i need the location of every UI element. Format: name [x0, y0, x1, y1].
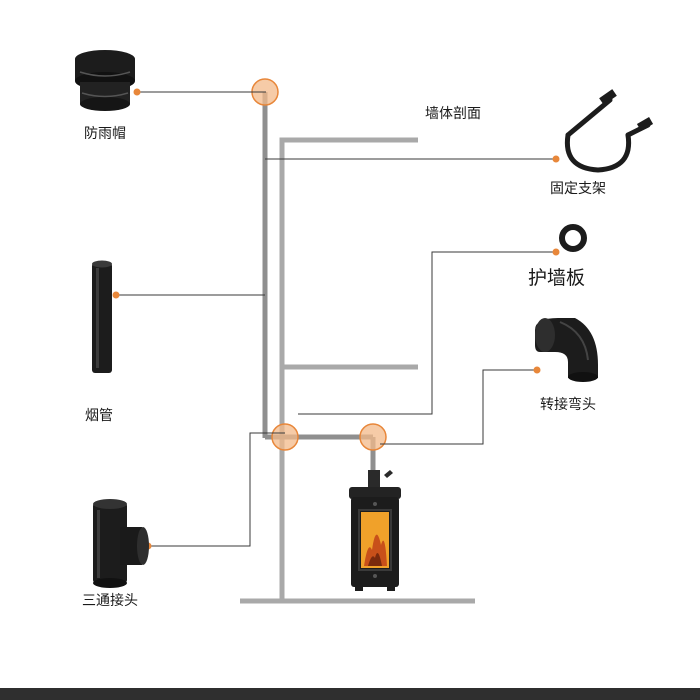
joint-markers	[251, 78, 387, 451]
bottom-bar	[0, 688, 700, 700]
elbow-leader	[380, 369, 537, 445]
tee-leader	[148, 432, 285, 547]
elbow-dot	[533, 366, 541, 374]
wall-plate-label: 护墙板	[528, 267, 586, 289]
elbow-label: 转接弯头	[540, 397, 596, 413]
tee-joint-marker	[271, 423, 299, 451]
leader-dots	[112, 88, 560, 550]
rain-cap-dot	[133, 88, 141, 96]
wall-plate-ring-icon	[559, 224, 587, 252]
fixed-bracket-label: 固定支架	[550, 181, 606, 197]
rain-cap-icon	[75, 50, 135, 111]
rain-cap-label: 防雨帽	[84, 126, 126, 142]
tee-joint-icon	[93, 499, 149, 588]
leader-lines	[116, 91, 556, 547]
pipe-dot	[112, 291, 120, 299]
pipe-label: 烟管	[85, 408, 113, 424]
bracket-icon	[564, 89, 654, 173]
stove-icon	[349, 470, 401, 591]
wall-section-label: 墙体剖面	[425, 106, 481, 122]
wall-plate-leader	[298, 251, 556, 415]
elbow-joint-marker	[359, 423, 387, 451]
pipe-icon	[92, 260, 112, 373]
elbow-icon	[535, 318, 598, 382]
bracket-dot	[552, 155, 560, 163]
wall-plate-dot	[552, 248, 560, 256]
tee-label: 三通接头	[82, 593, 138, 609]
